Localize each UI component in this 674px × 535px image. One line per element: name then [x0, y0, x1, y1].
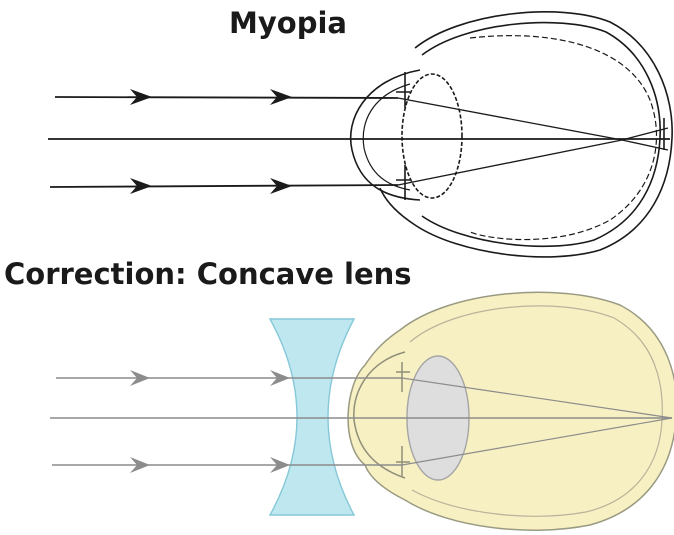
light-rays-myopia — [48, 97, 670, 187]
ray-bottom-refracted — [398, 128, 668, 185]
myopia-title: Myopia — [229, 6, 347, 40]
eye-diagram-myopia — [351, 12, 672, 257]
correction-panel: Correction: Concave lens — [4, 257, 674, 530]
correction-title: Correction: Concave lens — [4, 257, 412, 291]
eye-cornea-inner — [363, 84, 410, 190]
eye-sclera-inner — [422, 23, 660, 247]
ray-arrows-myopia — [130, 89, 292, 194]
eye-retina — [470, 36, 657, 240]
eye-iris-top — [396, 72, 410, 108]
ray-bottom-incoming — [50, 185, 398, 187]
eye-lens — [402, 74, 462, 198]
myopia-panel: Myopia — [48, 6, 672, 257]
ray-arrows-corrected — [130, 370, 290, 473]
ray-top-refracted — [398, 98, 668, 150]
concave-lens — [270, 319, 354, 515]
concave-lens-body — [270, 319, 354, 515]
ray-top-incoming — [55, 97, 398, 98]
